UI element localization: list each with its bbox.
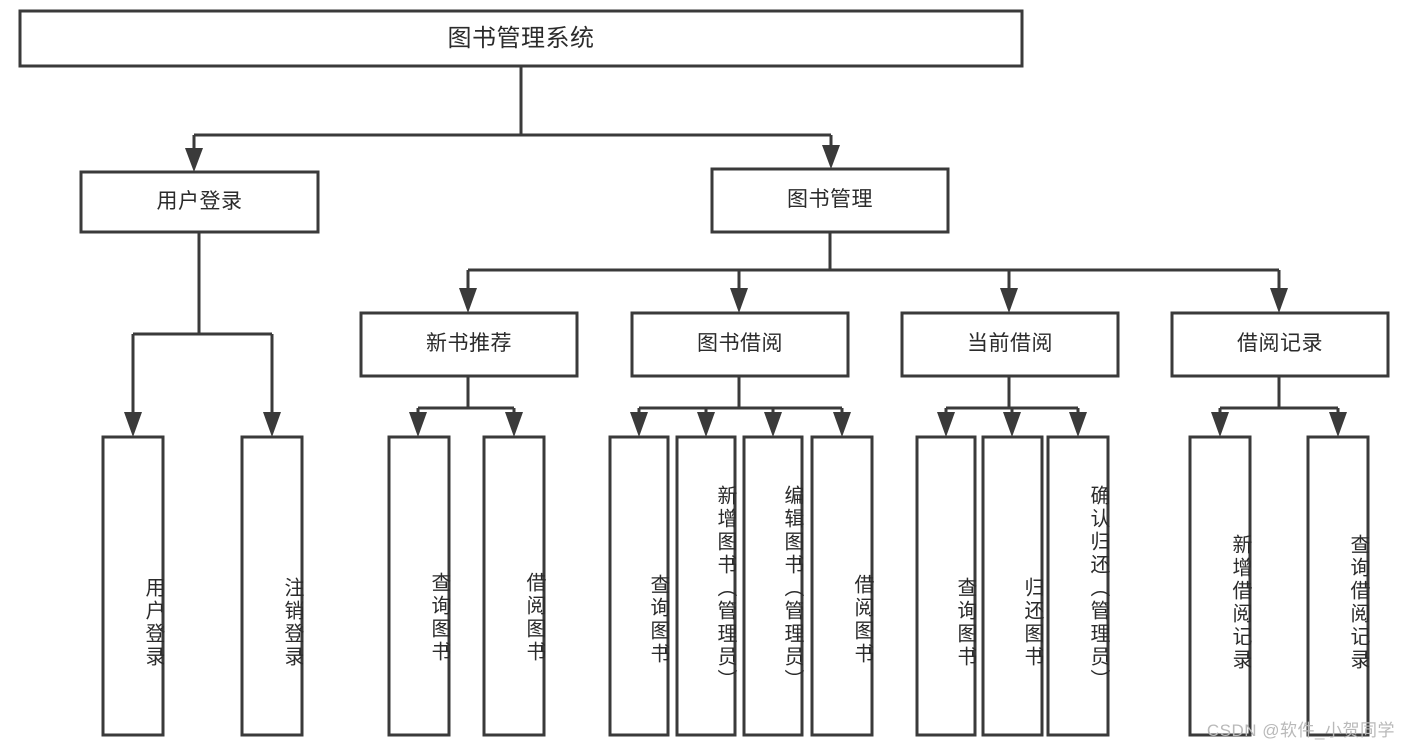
node-root-box[interactable]	[18, 9, 1024, 68]
node-leaf-borrow-3-box[interactable]	[742, 435, 804, 737]
node-leaf-borrow-2-box[interactable]	[675, 435, 737, 737]
arrow-head-icon	[937, 412, 955, 437]
node-leaf-current-2-box[interactable]	[981, 435, 1044, 737]
connector-currentborrow-to-leaves	[937, 376, 1087, 437]
connector-newbook-to-leaves	[409, 376, 523, 437]
arrow-head-icon	[1003, 412, 1021, 437]
node-leaf-record-1-box[interactable]	[1188, 435, 1252, 737]
arrow-head-icon	[263, 412, 281, 437]
node-leaf-login-1-box[interactable]	[101, 435, 165, 737]
node-new-book-rec-box[interactable]	[359, 311, 579, 378]
arrow-head-icon	[124, 412, 142, 437]
arrow-head-icon	[1000, 288, 1018, 313]
arrow-head-icon	[833, 412, 851, 437]
connector-bookmanage-to-level3	[459, 232, 1288, 313]
node-leaf-borrow-4-box[interactable]	[810, 435, 874, 737]
connector-userlogin-to-leaves	[124, 232, 281, 437]
arrow-head-icon	[764, 412, 782, 437]
arrow-head-icon	[409, 412, 427, 437]
arrow-head-icon	[697, 412, 715, 437]
arrow-head-icon	[1069, 412, 1087, 437]
arrow-head-icon	[505, 412, 523, 437]
node-borrow-record-box[interactable]	[1170, 311, 1390, 378]
arrow-head-icon	[185, 148, 203, 172]
arrow-head-icon	[1270, 288, 1288, 313]
arrow-head-icon	[1211, 412, 1229, 437]
node-book-manage-box[interactable]	[710, 167, 950, 234]
arrow-head-icon	[459, 288, 477, 313]
node-leaf-record-2-box[interactable]	[1306, 435, 1370, 737]
arrow-head-icon	[730, 288, 748, 313]
node-user-login-box[interactable]	[79, 170, 320, 234]
node-leaf-login-2-box[interactable]	[240, 435, 304, 737]
arrow-head-icon	[1329, 412, 1347, 437]
node-leaf-newbook-2-box[interactable]	[482, 435, 546, 737]
node-leaf-current-3-box[interactable]	[1046, 435, 1110, 737]
node-leaf-newbook-1-box[interactable]	[387, 435, 451, 737]
arrow-head-icon	[822, 145, 840, 169]
csdn-watermark: CSDN @软件_小贺同学	[1206, 721, 1395, 740]
arrow-head-icon	[630, 412, 648, 437]
node-leaf-current-1-box[interactable]	[915, 435, 977, 737]
connector-root-to-level2	[185, 66, 840, 172]
connector-bookborrow-to-leaves	[630, 376, 851, 437]
connector-borrowrecord-to-leaves	[1211, 376, 1347, 437]
node-current-borrow-box[interactable]	[900, 311, 1120, 378]
node-book-borrow-box[interactable]	[630, 311, 850, 378]
node-leaf-borrow-1-box[interactable]	[608, 435, 670, 737]
